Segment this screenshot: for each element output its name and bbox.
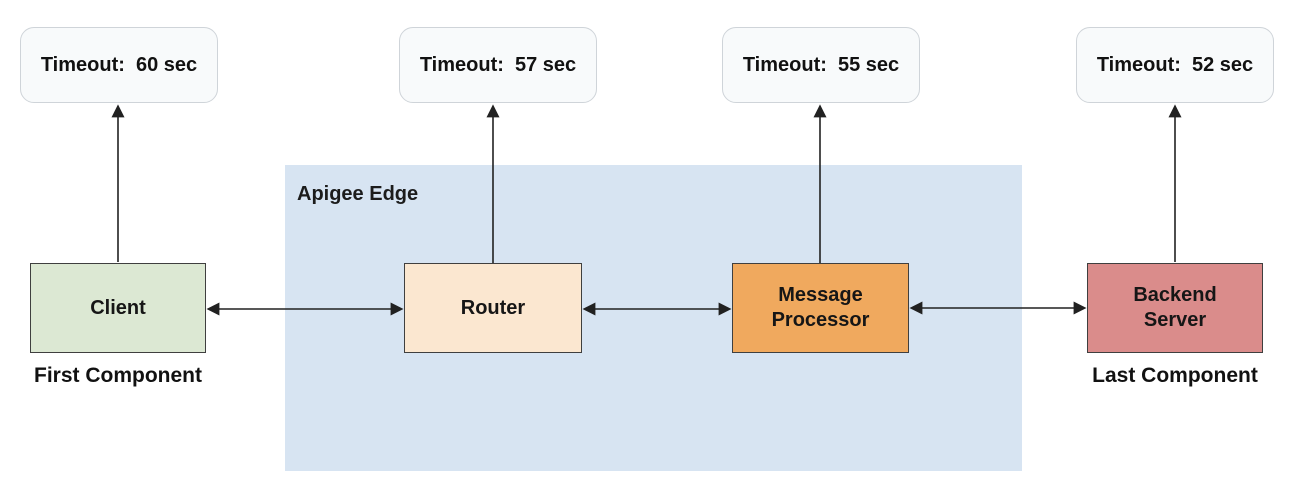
component-box-message-processor: Message Processor (732, 263, 909, 353)
timeout-badge-router: Timeout: 57 sec (399, 27, 597, 103)
caption-last-component: Last Component (1092, 364, 1258, 387)
timeout-badge-client: Timeout: 60 sec (20, 27, 218, 103)
component-label-client: Client (90, 296, 146, 319)
timeout-badge-backend-server: Timeout: 52 sec (1076, 27, 1274, 103)
component-label-backend-server: Backend Server (1133, 284, 1217, 331)
apigee-edge-label: Apigee Edge (297, 183, 419, 205)
caption-first-component: First Component (34, 364, 202, 387)
component-label-message-processor: Message Processor (771, 284, 870, 331)
component-box-client: Client (30, 263, 206, 353)
timeout-badge-message-processor: Timeout: 55 sec (722, 27, 920, 103)
component-label-router: Router (460, 296, 526, 319)
component-box-backend-server: Backend Server (1087, 263, 1263, 353)
apigee-edge-region (285, 165, 1022, 471)
component-box-router: Router (404, 263, 582, 353)
